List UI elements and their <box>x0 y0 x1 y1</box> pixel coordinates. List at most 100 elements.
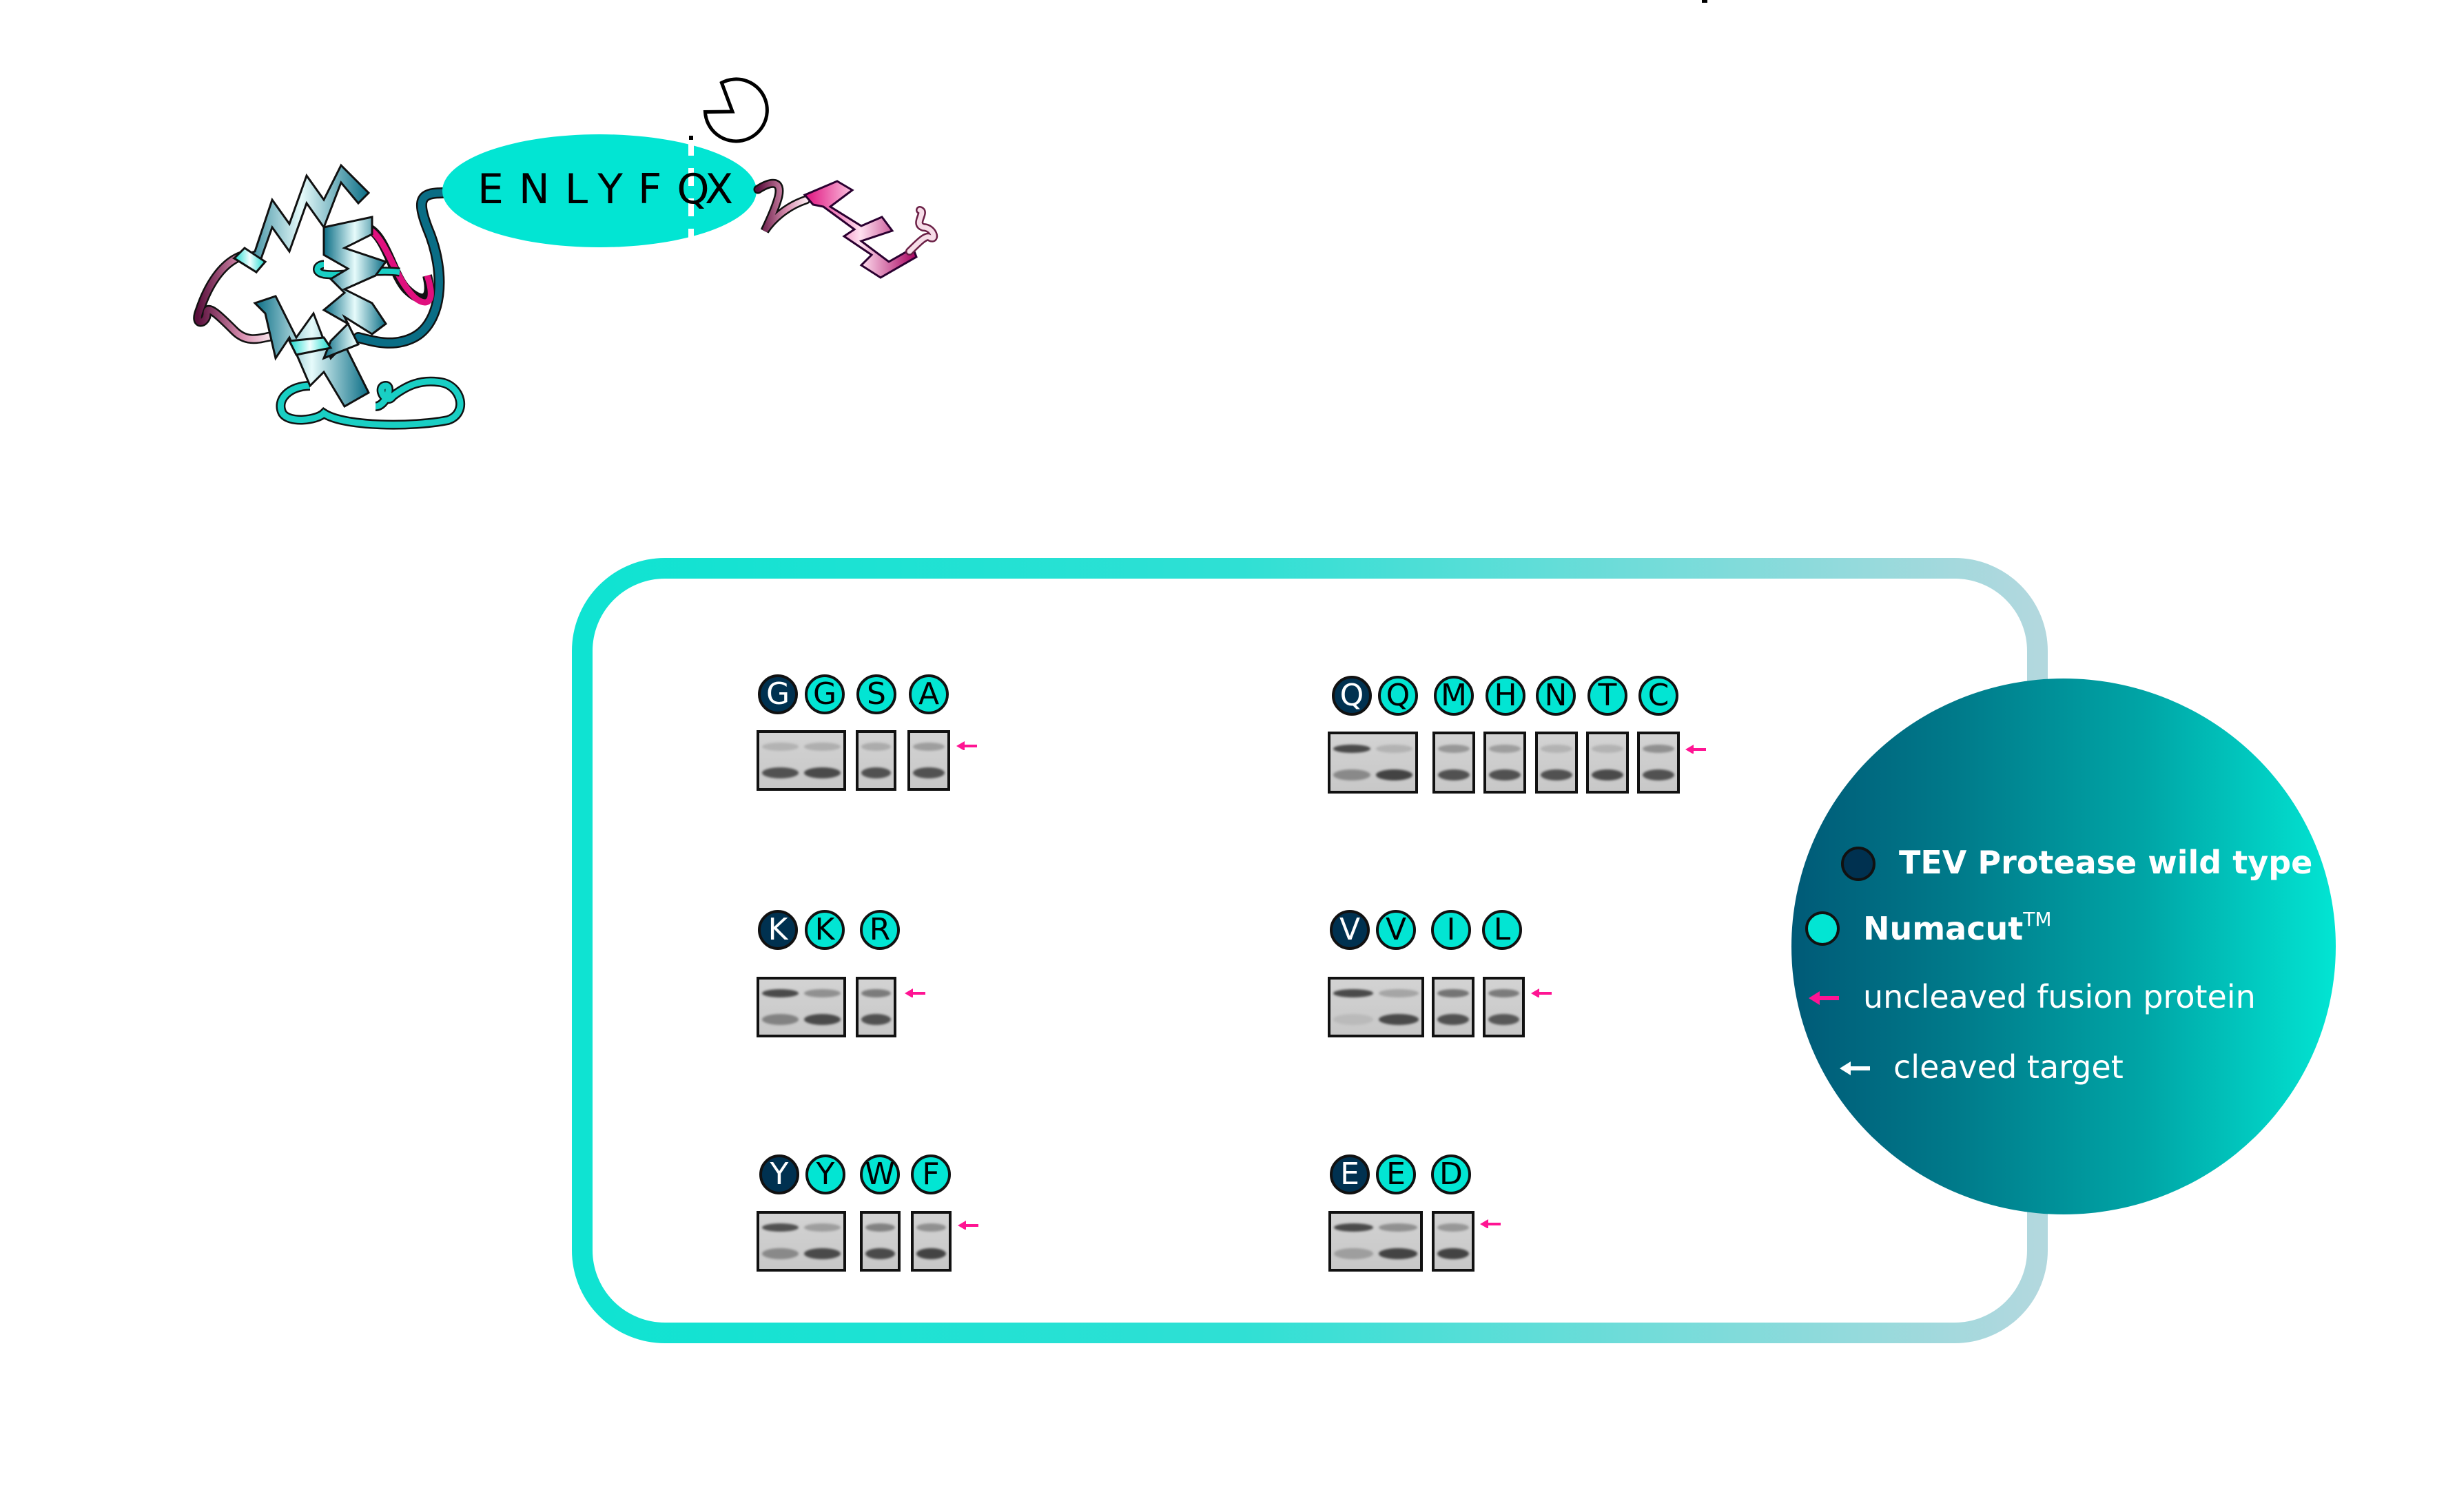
fusion-protein-band <box>804 1223 841 1232</box>
gel-image <box>1328 977 1424 1037</box>
gel-image <box>856 730 896 791</box>
fusion-protein-band <box>913 743 945 751</box>
gel-image <box>1483 977 1525 1037</box>
numacut-residue-badge: I <box>1431 910 1471 950</box>
cleaved-target-band <box>861 767 891 778</box>
numacut-residue-badge: C <box>1638 676 1678 716</box>
wild-type-residue-badge: V <box>1330 910 1370 950</box>
fusion-protein-band <box>916 1223 946 1232</box>
numacut-residue-badge: Y <box>805 1154 845 1194</box>
numacut-label: Numacut <box>1863 910 2024 947</box>
cleaved-target-band <box>861 1013 891 1025</box>
numacut-residue-badge: R <box>860 910 900 950</box>
numacut-residue-badge: V <box>1376 910 1416 950</box>
gel-image <box>907 730 950 791</box>
cleaved-target-band <box>804 1013 841 1025</box>
numacut-residue-badge: W <box>860 1154 900 1194</box>
numacut-residue-badge: L <box>1482 910 1522 950</box>
numacut-residue-badge: Q <box>1378 676 1418 716</box>
cleaved-target-band <box>1489 769 1521 781</box>
protease-pacman-icon <box>703 77 769 143</box>
cleaved-target-band <box>804 767 841 778</box>
cut-residue-text: X <box>705 165 749 214</box>
cleaved-target-band <box>1541 769 1572 781</box>
gel-image <box>856 977 896 1037</box>
cleaved-target-band <box>1375 769 1412 781</box>
cleaved-target-band <box>804 1247 841 1259</box>
gel-image <box>1586 732 1629 794</box>
numacut-residue-badge: F <box>911 1154 951 1194</box>
fusion-protein-band <box>762 989 799 997</box>
fusion-protein-band <box>1489 744 1521 753</box>
gel-image <box>860 1211 901 1272</box>
fusion-protein-band <box>1488 989 1519 997</box>
wild-type-residue-badge: G <box>758 674 798 714</box>
fusion-protein-band <box>1437 989 1469 997</box>
trademark-superscript: TM <box>2023 908 2052 931</box>
gel-image <box>1328 1211 1423 1272</box>
fusion-protein-band <box>1378 1223 1417 1232</box>
numacut-residue-badge: H <box>1486 676 1525 716</box>
cleavage-line-top-mark <box>689 136 693 140</box>
legend-label-numacut: NumacutTM <box>1863 908 2052 947</box>
gel-image <box>757 730 846 791</box>
gel-image <box>1432 977 1474 1037</box>
recognition-sequence-text: ENLYFQ <box>477 165 725 214</box>
cyan-circle-icon <box>1805 911 1840 946</box>
uncleaved-arrow-icon <box>1531 988 1552 997</box>
fusion-protein-band <box>1375 744 1412 753</box>
sequence-residues: ENLYFQ <box>477 165 725 214</box>
numacut-residue-badge: K <box>805 910 845 950</box>
cleaved-target-band <box>1333 769 1370 781</box>
dark-circle-icon <box>1841 847 1875 881</box>
gel-image <box>1432 732 1475 794</box>
pink-arrow-icon <box>1809 991 1839 1005</box>
legend-label-wild-type: TEV Protease wild type <box>1899 844 2313 881</box>
numacut-residue-badge: M <box>1434 676 1474 716</box>
fusion-protein-band <box>861 989 891 997</box>
fusion-protein-band <box>1333 744 1370 753</box>
fusion-protein-band <box>1643 744 1674 753</box>
tag-protein-ribbon-icon <box>193 163 465 430</box>
cleaved-target-band <box>1592 769 1623 781</box>
fusion-protein-band <box>865 1223 895 1232</box>
cleaved-target-band <box>1488 1013 1519 1025</box>
gel-image <box>757 1211 846 1272</box>
fusion-protein-band <box>1333 989 1373 997</box>
numacut-residue-badge: A <box>909 674 949 714</box>
white-arrow-icon <box>1840 1061 1870 1075</box>
cleaved-target-band <box>865 1247 895 1259</box>
fusion-protein-band <box>804 743 841 751</box>
cropped-glyph-fragment <box>1702 0 1707 3</box>
wild-type-residue-badge: Y <box>759 1154 799 1194</box>
cleaved-target-band <box>1437 1247 1469 1259</box>
gel-image <box>1483 732 1526 794</box>
cleaved-target-band <box>913 767 945 778</box>
numacut-residue-badge: D <box>1431 1154 1471 1194</box>
legend-label-cleaved: cleaved target <box>1893 1048 2124 1086</box>
numacut-residue-badge: S <box>856 674 896 714</box>
numacut-residue-badge: N <box>1536 676 1576 716</box>
cleaved-target-band <box>916 1247 946 1259</box>
fusion-protein-band <box>762 743 799 751</box>
gel-image <box>757 977 846 1037</box>
cleaved-target-band <box>1378 1247 1417 1259</box>
cleaved-target-band <box>1643 769 1674 781</box>
uncleaved-arrow-icon <box>958 1221 978 1230</box>
uncleaved-arrow-icon <box>1480 1219 1501 1228</box>
wild-type-residue-badge: K <box>758 910 798 950</box>
fusion-protein-band <box>1541 744 1572 753</box>
legend-label-uncleaved: uncleaved fusion protein <box>1863 978 2256 1015</box>
target-protein-helix-icon <box>753 178 938 279</box>
fusion-protein-band <box>1437 1223 1469 1232</box>
fusion-protein-band <box>1438 744 1470 753</box>
cleaved-target-band <box>762 1013 799 1025</box>
gel-image <box>911 1211 952 1272</box>
gel-image <box>1328 732 1418 794</box>
fusion-protein-band <box>1379 989 1419 997</box>
cleaved-target-band <box>1333 1013 1373 1025</box>
gel-image <box>1432 1211 1474 1272</box>
fusion-protein-band <box>861 743 891 751</box>
cleaved-target-band <box>762 1247 799 1259</box>
numacut-residue-badge: T <box>1587 676 1627 716</box>
